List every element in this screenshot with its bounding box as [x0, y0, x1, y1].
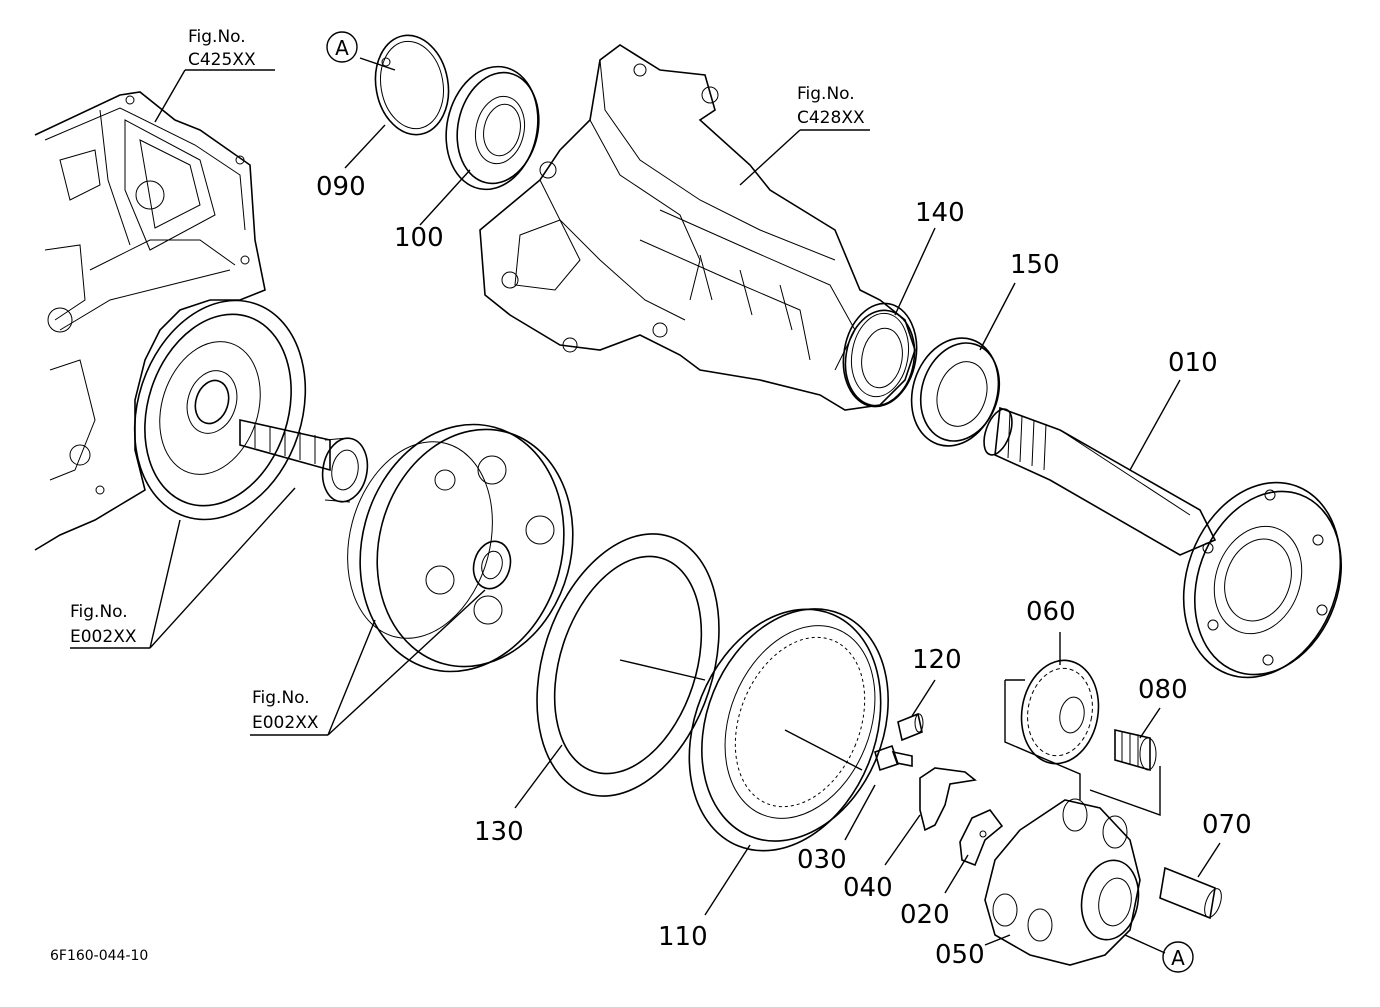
group-bracket [1004, 679, 1161, 816]
part-label-020: 020 [900, 900, 950, 930]
part-label-010: 010 [1168, 348, 1218, 378]
part-label-070: 070 [1202, 810, 1252, 840]
fig-ref-e002-mid-code: E002XX [252, 713, 319, 733]
axle-shaft-010 [983, 406, 1343, 679]
fig-ref-c428-prefix: Fig.No. [797, 84, 855, 104]
bolt-030 [874, 744, 913, 772]
fig-ref-c428-code: C428XX [797, 108, 865, 128]
fig-ref-e002-mid-prefix: Fig.No. [252, 688, 310, 708]
planet-gear-060 [1020, 659, 1100, 765]
lock-plate-040 [919, 767, 977, 832]
fig-ref-c425-prefix: Fig.No. [188, 27, 246, 47]
callout-a-top-text: A [335, 36, 349, 60]
part-label-090: 090 [316, 172, 366, 202]
part-label-100: 100 [394, 223, 444, 253]
carrier-housing-050 [984, 798, 1141, 966]
part-label-120: 120 [912, 645, 962, 675]
fig-ref-c425-code: C425XX [188, 50, 256, 70]
part-label-040: 040 [843, 873, 893, 903]
part-label-140: 140 [915, 198, 965, 228]
part-label-080: 080 [1138, 675, 1188, 705]
axle-housing [479, 44, 918, 411]
part-label-110: 110 [658, 922, 708, 952]
oil-seal-150 [910, 337, 1001, 447]
input-spline-shaft [239, 419, 369, 503]
part-label-130: 130 [474, 817, 524, 847]
callout-a-top: A [326, 31, 358, 63]
drawing-code: 6F160-044-10 [50, 948, 148, 964]
leader-lines [70, 57, 1221, 954]
part-label-030: 030 [797, 845, 847, 875]
callout-a-bottom-text: A [1171, 946, 1185, 970]
fig-ref-e002-left-code: E002XX [70, 627, 137, 647]
fig-ref-e002-left-prefix: Fig.No. [70, 602, 128, 622]
shaft-pin-070 [1159, 866, 1222, 920]
pin-120 [897, 712, 924, 742]
part-label-060: 060 [1026, 597, 1076, 627]
transmission-housing [34, 91, 307, 551]
part-label-050: 050 [935, 940, 985, 970]
part-label-150: 150 [1010, 250, 1060, 280]
bearing-100 [445, 65, 540, 191]
callout-a-bottom: A [1162, 941, 1194, 973]
needle-bearing-080 [1114, 728, 1157, 772]
ring-gear-110 [688, 608, 889, 852]
bearing-140 [844, 309, 916, 407]
planet-carrier [347, 423, 574, 673]
friction-plate-130 [536, 533, 720, 797]
snap-ring-090 [374, 34, 450, 136]
